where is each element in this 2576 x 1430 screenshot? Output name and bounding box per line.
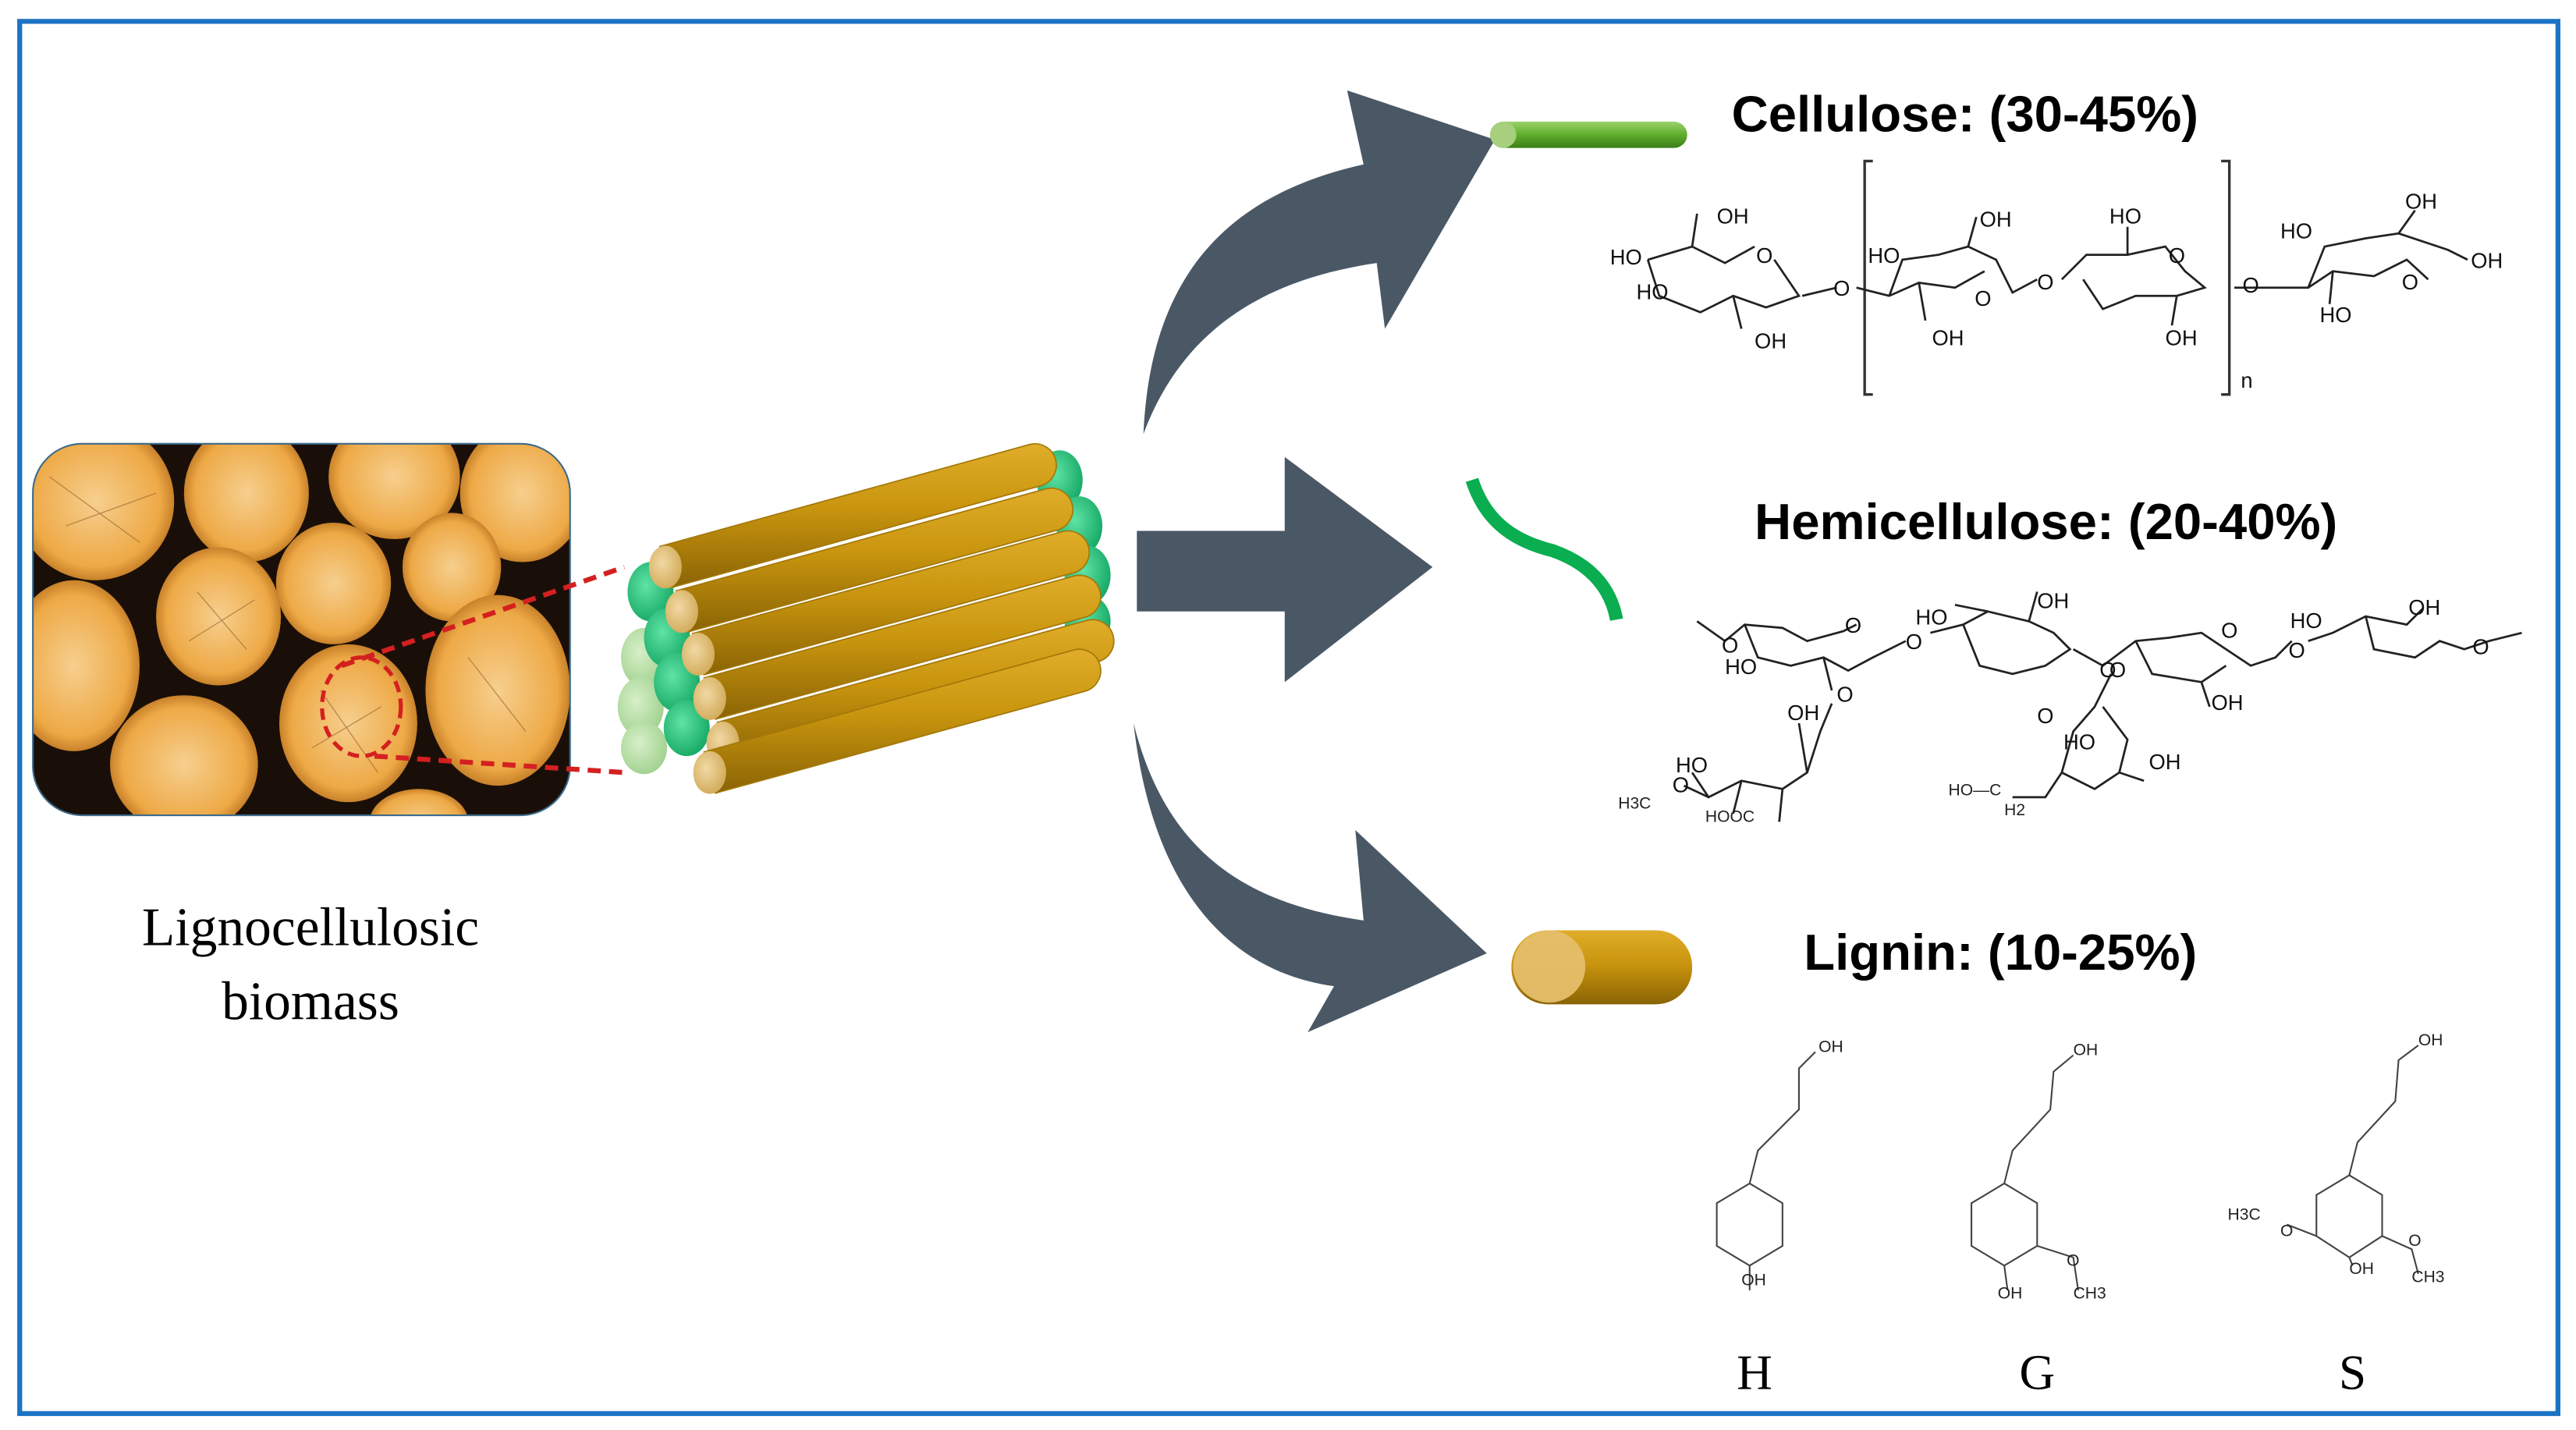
svg-text:O: O bbox=[1836, 683, 1853, 707]
svg-text:OH: OH bbox=[1741, 1272, 1766, 1290]
arrow-to-hemicellulose bbox=[1137, 456, 1433, 683]
svg-text:HO: HO bbox=[1636, 279, 1668, 303]
svg-text:OH: OH bbox=[2471, 248, 2503, 272]
svg-text:O: O bbox=[1833, 276, 1850, 300]
svg-text:O: O bbox=[2280, 1222, 2293, 1240]
svg-text:OH: OH bbox=[2211, 690, 2243, 715]
svg-text:n: n bbox=[2241, 368, 2252, 392]
svg-text:OH: OH bbox=[1932, 325, 1964, 350]
svg-text:HO: HO bbox=[2280, 218, 2312, 243]
svg-text:O: O bbox=[1906, 630, 1922, 654]
cellulose-title: Cellulose: (30-45%) bbox=[1732, 86, 2198, 143]
log-photo bbox=[33, 443, 570, 816]
svg-text:O: O bbox=[2037, 270, 2053, 294]
svg-text:O: O bbox=[2402, 270, 2418, 294]
svg-text:CH3: CH3 bbox=[2074, 1284, 2106, 1302]
fibril-rod bbox=[703, 574, 1102, 720]
hemicellulose-title: Hemicellulose: (20-40%) bbox=[1755, 493, 2337, 550]
svg-text:O: O bbox=[2243, 273, 2259, 297]
svg-text:O: O bbox=[2109, 658, 2126, 682]
svg-text:OH: OH bbox=[1998, 1284, 2023, 1302]
fibril-rod-end bbox=[648, 545, 682, 589]
fibril-rod-end bbox=[681, 633, 715, 676]
fibril-rod bbox=[691, 530, 1090, 676]
svg-text:OH: OH bbox=[1980, 208, 2012, 232]
svg-text:HO: HO bbox=[2063, 730, 2095, 754]
svg-text:O: O bbox=[2221, 618, 2237, 642]
lignin-monomer-h: OH OH bbox=[1716, 1038, 1843, 1290]
svg-text:OH: OH bbox=[2148, 750, 2180, 774]
hemicellulose-strand-icon bbox=[1465, 477, 1623, 622]
svg-text:O: O bbox=[2408, 1232, 2421, 1250]
svg-text:HO: HO bbox=[2109, 204, 2141, 229]
fibril-rod-end bbox=[665, 590, 698, 633]
svg-text:OH: OH bbox=[2418, 1031, 2443, 1049]
svg-text:O: O bbox=[1673, 773, 1689, 797]
hemicellulose-structure: O O HO O HO OH O O O OH O HO OH O O OH H… bbox=[1618, 589, 2522, 825]
svg-text:HOOC: HOOC bbox=[1705, 807, 1755, 825]
svg-text:HO: HO bbox=[1610, 245, 1642, 269]
lignin-label-s: S bbox=[2339, 1345, 2366, 1400]
svg-text:OH: OH bbox=[2166, 325, 2198, 350]
svg-text:O: O bbox=[2099, 658, 2116, 682]
svg-text:HO: HO bbox=[1725, 655, 1757, 679]
biomass-caption-line1: Lignocellulosic bbox=[142, 897, 479, 957]
fibril-rod-end bbox=[693, 750, 726, 794]
svg-text:OH: OH bbox=[2074, 1041, 2099, 1059]
svg-text:H3C: H3C bbox=[2228, 1205, 2261, 1223]
svg-text:O: O bbox=[2169, 243, 2185, 268]
svg-text:HO—C: HO—C bbox=[1949, 782, 2002, 800]
log-photo-border bbox=[32, 442, 571, 817]
svg-text:O: O bbox=[2472, 635, 2489, 659]
fibril-rod bbox=[675, 487, 1073, 633]
lignin-title: Lignin: (10-25%) bbox=[1804, 924, 2197, 981]
svg-text:OH: OH bbox=[1717, 204, 1749, 229]
svg-text:CH3: CH3 bbox=[2411, 1268, 2444, 1286]
lignin-cylinder-icon bbox=[1511, 930, 1693, 1005]
svg-text:OH: OH bbox=[2037, 589, 2069, 613]
lignin-monomer-s: OH H3C O OH O CH3 bbox=[2228, 1031, 2445, 1286]
svg-text:O: O bbox=[1722, 633, 1738, 657]
svg-text:H3C: H3C bbox=[1618, 795, 1651, 813]
svg-text:OH: OH bbox=[2349, 1260, 2374, 1278]
svg-text:H2: H2 bbox=[2004, 801, 2025, 819]
lignin-label-g: G bbox=[2019, 1345, 2055, 1400]
svg-text:O: O bbox=[1975, 286, 1991, 310]
svg-text:HO: HO bbox=[1868, 243, 1900, 268]
svg-text:HO: HO bbox=[2290, 609, 2322, 633]
svg-text:O: O bbox=[2288, 638, 2305, 662]
highlight-circle bbox=[320, 655, 403, 758]
fibril-rod bbox=[658, 443, 1057, 589]
svg-text:HO: HO bbox=[1915, 605, 1947, 630]
svg-text:HO: HO bbox=[1676, 753, 1708, 777]
svg-text:O: O bbox=[2067, 1251, 2079, 1269]
cellulose-structure: OH HO HO O OH O OH HO O OH O HO O OH n O… bbox=[1610, 159, 2503, 396]
fibril-rod-end bbox=[693, 677, 726, 720]
fibril-rod bbox=[703, 648, 1102, 794]
svg-text:OH: OH bbox=[1755, 329, 1787, 353]
svg-text:OH: OH bbox=[1818, 1038, 1843, 1056]
biomass-caption-line2: biomass bbox=[222, 971, 399, 1031]
svg-text:O: O bbox=[2037, 704, 2053, 728]
svg-text:OH: OH bbox=[2405, 190, 2437, 214]
svg-text:O: O bbox=[1845, 613, 1861, 637]
svg-text:OH: OH bbox=[2408, 595, 2440, 619]
lignin-label-h: H bbox=[1737, 1345, 1772, 1400]
microfibril-bundle bbox=[617, 443, 1115, 794]
lignin-monomer-g: OH OH O CH3 bbox=[1970, 1041, 2106, 1302]
svg-text:O: O bbox=[1756, 243, 1772, 268]
arrow-to-cellulose bbox=[1143, 90, 1496, 435]
svg-text:HO: HO bbox=[2319, 303, 2351, 327]
arrow-to-lignin bbox=[1134, 723, 1487, 1033]
svg-text:OH: OH bbox=[1787, 701, 1819, 725]
cellulose-rod-icon bbox=[1490, 121, 1687, 148]
zoom-line-top bbox=[340, 564, 626, 669]
